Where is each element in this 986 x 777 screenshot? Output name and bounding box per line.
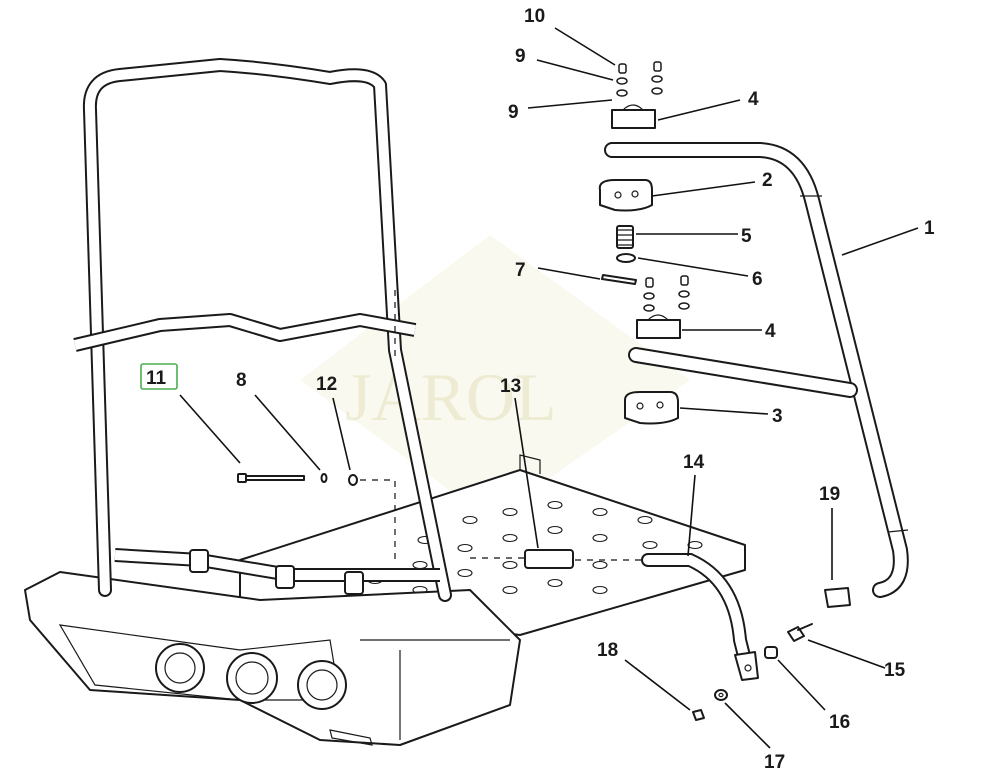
callout-9-upper: 9 bbox=[515, 46, 526, 67]
rear-bumper bbox=[24, 571, 521, 746]
callout-17: 17 bbox=[764, 752, 785, 773]
callout-1: 1 bbox=[924, 218, 935, 239]
callout-18: 18 bbox=[597, 640, 618, 661]
callout-5: 5 bbox=[741, 226, 752, 247]
part-strap bbox=[641, 553, 759, 681]
upper-hardware-stack bbox=[598, 61, 690, 425]
callout-4-lower: 4 bbox=[765, 321, 776, 342]
backrest-frame bbox=[73, 58, 452, 602]
callout-12: 12 bbox=[316, 374, 337, 395]
leader-lines bbox=[179, 27, 919, 749]
assembly-guide-lines bbox=[360, 290, 645, 561]
callout-9-lower: 8 bbox=[236, 370, 247, 391]
part-handle-bar bbox=[604, 142, 909, 598]
small-hardware bbox=[692, 587, 851, 721]
callout-19: 19 bbox=[819, 484, 840, 505]
callout-13: 13 bbox=[500, 376, 521, 397]
callout-2: 2 bbox=[762, 170, 773, 191]
callout-labels: 10 9 9 4 2 5 6 7 4 1 3 11 8 12 13 14 19 … bbox=[146, 6, 935, 773]
callout-7: 7 bbox=[515, 260, 526, 281]
callout-3: 3 bbox=[772, 406, 783, 427]
callout-6: 6 bbox=[752, 269, 763, 290]
callout-15: 15 bbox=[884, 660, 906, 681]
callout-10: 10 bbox=[524, 6, 545, 27]
callout-14: 14 bbox=[683, 452, 705, 473]
callout-4-upper: 4 bbox=[748, 89, 759, 110]
pivot-bolt-hardware bbox=[237, 473, 358, 486]
callout-11-highlight bbox=[140, 363, 178, 390]
callout-16: 16 bbox=[829, 712, 850, 733]
part-bushing bbox=[524, 549, 574, 569]
callout-8: 9 bbox=[508, 102, 519, 123]
callout-11: 11 bbox=[146, 368, 167, 389]
watermark-text: JAROL bbox=[345, 359, 557, 435]
